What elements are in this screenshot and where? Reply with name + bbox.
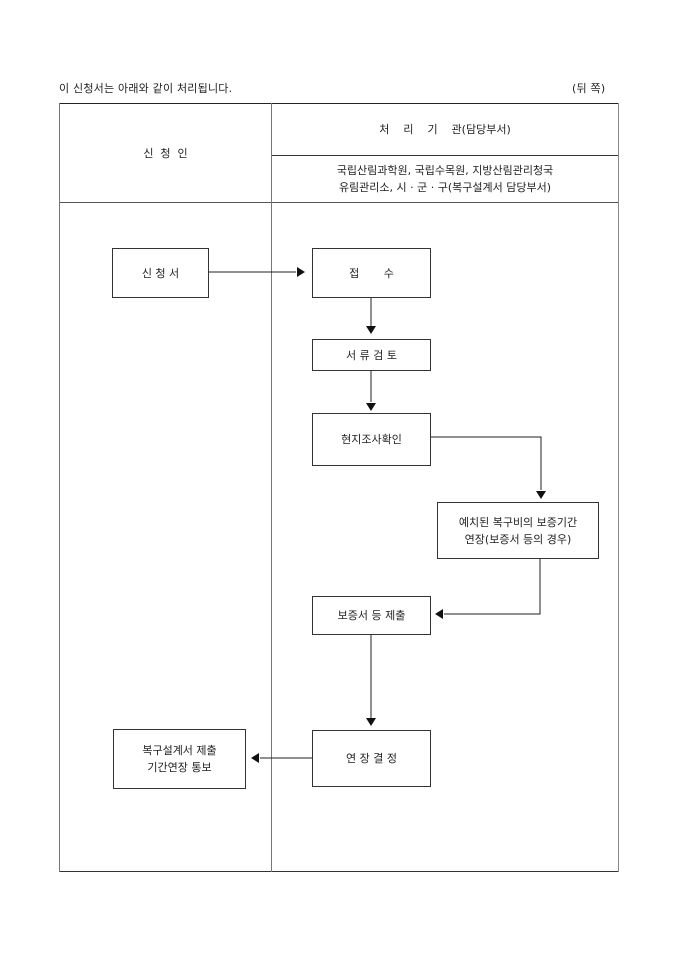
- intro-text: 이 신청서는 아래와 같이 처리됩니다.: [59, 82, 233, 95]
- step-extension-decision: 연 장 결 정: [312, 730, 431, 787]
- page-side-label: (뒤 쪽): [572, 82, 606, 95]
- connector-inspection-extension: [430, 436, 542, 490]
- header-bottom-border: [59, 202, 619, 203]
- step-guarantee-extension: 예치된 복구비의 보증기간 연장(보증서 등의 경우): [437, 502, 599, 559]
- header-divider: [271, 155, 619, 156]
- arrow-left-icon: [435, 609, 443, 619]
- agency-detail: 국립산림과학원, 국립수목원, 지방산림관리청국 유림관리소, 시 · 군 · …: [336, 164, 554, 194]
- agency-column-header: 처 리 기 관(담당부서): [379, 123, 511, 136]
- table-top-border: [59, 103, 619, 104]
- step-site-inspection: 현지조사확인: [312, 413, 431, 466]
- step-guarantee-submission: 보증서 등 제출: [312, 596, 431, 635]
- table-left-border: [59, 103, 60, 872]
- table-bottom-border: [59, 871, 619, 872]
- step-receipt: 접 수: [312, 248, 431, 298]
- applicant-column-header: 신 청 인: [143, 146, 188, 160]
- connector-extension-submission: [444, 558, 541, 615]
- column-divider: [271, 103, 272, 872]
- arrow-down-icon: [366, 403, 376, 411]
- arrow-down-icon: [366, 326, 376, 334]
- arrow-right-icon: [297, 267, 305, 277]
- step-notification: 복구설계서 제출 기간연장 통보: [113, 729, 246, 789]
- arrow-down-icon: [536, 491, 546, 499]
- arrow-down-icon: [366, 718, 376, 726]
- arrow-left-icon: [251, 753, 259, 763]
- step-application: 신 청 서: [112, 248, 209, 298]
- step-document-review: 서 류 검 토: [312, 339, 431, 371]
- table-right-border: [618, 103, 619, 872]
